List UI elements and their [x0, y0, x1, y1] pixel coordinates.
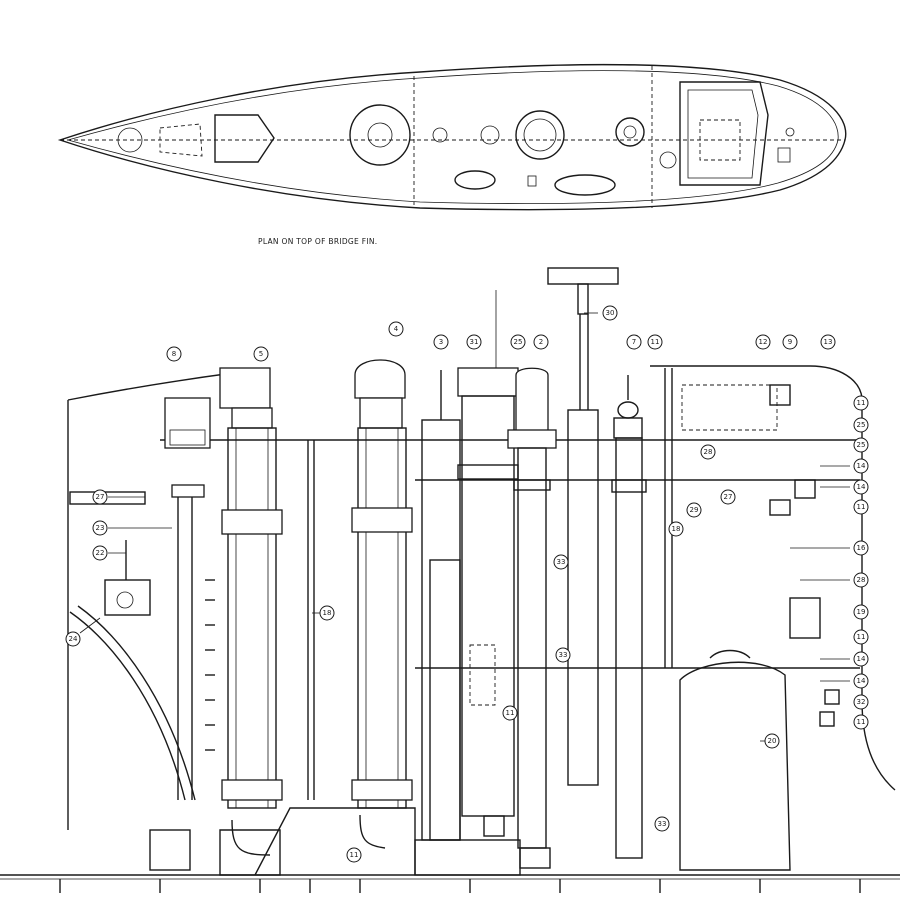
- callout-label: 18: [323, 609, 332, 617]
- callouts: 8 5 4 3 31 25 2 30 7 11 12 9 13 27 23 22…: [65, 290, 869, 863]
- callout: 9: [782, 334, 798, 350]
- callout: 25: [853, 437, 869, 453]
- callout: 23: [92, 520, 108, 536]
- plan-view: PLAN ON TOP OF BRIDGE FIN.: [57, 63, 847, 246]
- callout: 14: [853, 673, 869, 689]
- callout: 14: [853, 651, 869, 667]
- callout-label: 11: [506, 709, 515, 717]
- callout: 25: [510, 334, 526, 350]
- callout-label: 16: [857, 544, 866, 552]
- callout-label: 29: [690, 506, 699, 514]
- callout-label: 11: [857, 503, 866, 511]
- callout-label: 14: [857, 677, 866, 685]
- mast-7: [611, 375, 647, 859]
- callout-label: 32: [857, 698, 866, 706]
- callout: 24: [65, 631, 81, 647]
- callout-label: 3: [439, 338, 443, 346]
- callout-label: 8: [172, 350, 176, 358]
- callout: 13: [820, 334, 836, 350]
- callout: 11: [647, 334, 663, 350]
- callout-label: 24: [69, 635, 78, 643]
- callout-label: 25: [857, 441, 866, 449]
- callout-label: 11: [857, 718, 866, 726]
- callout-label: 12: [759, 338, 768, 346]
- callout: 32: [853, 694, 869, 710]
- callout: 8: [166, 346, 182, 362]
- callout-label: 11: [857, 399, 866, 407]
- callout: 31: [466, 334, 482, 350]
- callout-label: 23: [96, 524, 105, 532]
- mast-30: [547, 267, 619, 786]
- callout: 5: [253, 346, 269, 362]
- callout-label: 31: [470, 338, 479, 346]
- callout-label: 11: [350, 851, 359, 859]
- plan-caption: PLAN ON TOP OF BRIDGE FIN.: [258, 237, 378, 246]
- callout-label: 11: [857, 633, 866, 641]
- callout: 20: [764, 733, 780, 749]
- callout: 27: [92, 489, 108, 505]
- callout-label: 33: [557, 558, 566, 566]
- deck-feet: [59, 879, 861, 893]
- periscope-4: [351, 359, 413, 849]
- callout-label: 22: [96, 549, 105, 557]
- callout-label: 14: [857, 483, 866, 491]
- callout: 33: [654, 816, 670, 832]
- callout-label: 20: [768, 737, 777, 745]
- callout: 25: [853, 417, 869, 433]
- callout: 18: [319, 605, 335, 621]
- callout: 19: [853, 604, 869, 620]
- callout-label: 27: [724, 493, 733, 501]
- callout: 2: [533, 334, 549, 350]
- callout: 7: [626, 334, 642, 350]
- callout: 4: [388, 321, 404, 337]
- callout: 18: [668, 521, 684, 537]
- callout: 14: [853, 479, 869, 495]
- callout: 30: [602, 305, 618, 321]
- callout-label: 5: [259, 350, 263, 358]
- callout: 11: [346, 847, 362, 863]
- callout: 28: [853, 572, 869, 588]
- elevation-view: [0, 267, 900, 893]
- callout: 33: [553, 554, 569, 570]
- callout: 16: [853, 540, 869, 556]
- callout: 28: [700, 444, 716, 460]
- callout: 22: [92, 545, 108, 561]
- mast-31: [457, 367, 519, 837]
- callout-label: 25: [514, 338, 523, 346]
- callout-label: 28: [704, 448, 713, 456]
- callout-label: 30: [606, 309, 615, 317]
- callout: 11: [853, 629, 869, 645]
- callout-label: 19: [857, 608, 866, 616]
- callout: 14: [853, 458, 869, 474]
- callout: 29: [686, 502, 702, 518]
- callout: 11: [853, 395, 869, 411]
- callout: 11: [502, 705, 518, 721]
- callout-label: 18: [672, 525, 681, 533]
- callout-label: 33: [658, 820, 667, 828]
- callout-label: 33: [559, 651, 568, 659]
- callout-label: 7: [632, 338, 636, 346]
- callout: 11: [853, 714, 869, 730]
- callout: 33: [555, 647, 571, 663]
- ladder-ticks: [205, 579, 215, 751]
- callout-label: 13: [824, 338, 833, 346]
- callout-label: 14: [857, 462, 866, 470]
- callout-label: 11: [651, 338, 660, 346]
- callout-label: 2: [539, 338, 543, 346]
- callout-label: 14: [857, 655, 866, 663]
- mast-2: [507, 367, 557, 869]
- callout-label: 25: [857, 421, 866, 429]
- callout: 11: [853, 499, 869, 515]
- callout: 12: [755, 334, 771, 350]
- callout-label: 27: [96, 493, 105, 501]
- callout: 27: [720, 489, 736, 505]
- callout-label: 28: [857, 576, 866, 584]
- callout-label: 4: [394, 325, 399, 333]
- callout-label: 9: [788, 338, 792, 346]
- periscope-5: [219, 367, 283, 876]
- callout: 3: [433, 334, 449, 350]
